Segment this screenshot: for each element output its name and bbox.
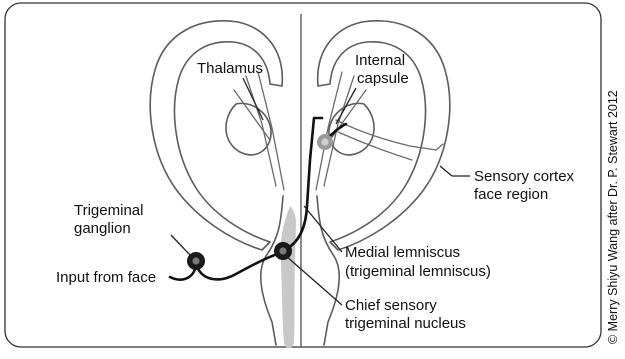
label-internal-capsule-line2: capsule <box>357 70 409 87</box>
trigeminal-ganglion-cell-highlight <box>192 257 199 264</box>
label-medial-lemniscus-line2: (trigeminal lemniscus) <box>345 263 491 280</box>
thalamic-relay-cell-highlight <box>321 138 328 145</box>
label-medial-lemniscus-line1: Medial lemniscus <box>345 244 460 261</box>
label-chief-sensory-line1: Chief sensory <box>345 297 437 314</box>
label-internal-capsule-line1: Internal <box>355 52 405 69</box>
image-credit: © Merry Shiyu Wang after Dr. P. Stewart … <box>606 90 620 344</box>
label-sensory-cortex-line1: Sensory cortex <box>474 168 575 185</box>
label-trigeminal-ganglion-line2: ganglion <box>74 220 131 237</box>
label-trigeminal-ganglion-line1: Trigeminal <box>74 202 143 219</box>
label-chief-sensory-line2: trigeminal nucleus <box>345 315 466 332</box>
label-thalamus: Thalamus <box>197 60 263 77</box>
label-sensory-cortex-line2: face region <box>474 186 548 203</box>
chief-sensory-nucleus-cell-highlight <box>279 247 286 254</box>
label-input-from-face: Input from face <box>56 269 156 286</box>
